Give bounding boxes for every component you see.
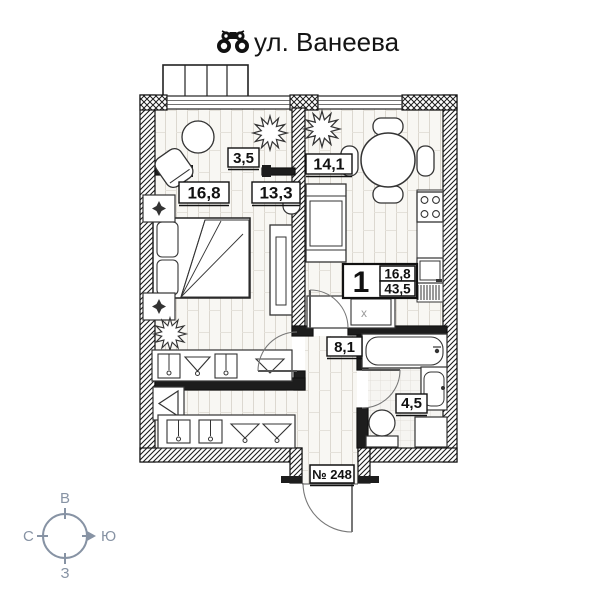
window-kitchen: [317, 95, 403, 110]
area-label-kitchen: 14,1: [305, 153, 353, 178]
door-kitchen: [309, 289, 349, 329]
nightstand-bottom: [142, 292, 176, 321]
compass-rose: В Ю З С: [23, 490, 116, 582]
unit-badge: 1 16,8 43,5: [341, 262, 419, 300]
bathroom-cabinet: [414, 416, 448, 448]
compass-arrow: [87, 531, 96, 541]
area-label-room: 16,8: [178, 181, 230, 207]
compass-right: Ю: [101, 528, 116, 545]
area-label-hallway: 8,1: [326, 336, 363, 360]
bed: [152, 217, 251, 299]
area-value: 4,5: [401, 395, 422, 412]
compass-bottom: З: [60, 565, 69, 582]
dining-table: [360, 132, 416, 188]
wardrobe-hallway: [157, 414, 296, 449]
door-room: [257, 331, 298, 372]
area-labels: 3,5 14,1 16,8 13,3 8,1 4,5: [178, 147, 428, 417]
door-bathroom: [361, 369, 401, 409]
apartment-number: № 248: [312, 467, 352, 482]
balcony: [162, 64, 249, 98]
kitchen-sink: [416, 257, 444, 284]
page-title: ул. Ванеева: [217, 27, 400, 57]
washer-mark: x: [361, 306, 367, 320]
doors: [257, 289, 401, 533]
area-label-bathroom: 4,5: [395, 393, 428, 417]
binoculars-icon: [217, 30, 249, 53]
badge-total-area: 43,5: [384, 282, 411, 297]
washing-machine: x: [306, 295, 396, 329]
desk: [269, 224, 293, 316]
area-value: 8,1: [334, 339, 355, 356]
badge-living-area: 16,8: [384, 267, 411, 282]
compass-top: В: [60, 490, 70, 507]
toilet: [365, 409, 399, 448]
window-living: [166, 95, 291, 110]
stove: [416, 191, 444, 223]
door-entrance: [302, 482, 353, 533]
area-value: 3,5: [233, 150, 254, 167]
area-value: 13,3: [259, 184, 292, 203]
area-value: 14,1: [313, 157, 344, 174]
apartment-number-label: № 248: [309, 464, 355, 487]
compass-left: С: [23, 528, 34, 545]
area-label-living-zone: 13,3: [251, 181, 301, 207]
wardrobe-bedroom: [151, 349, 293, 382]
area-label-wardrobe: 3,5: [227, 147, 260, 171]
kitchen-counter-left: [305, 183, 347, 263]
bathtub: [361, 333, 448, 369]
kitchen-counter-right: [416, 189, 444, 303]
nightstand-top: [142, 194, 176, 223]
lounge-round-table: [181, 120, 215, 154]
street-title: ул. Ванеева: [254, 27, 400, 57]
area-value: 16,8: [187, 184, 220, 203]
badge-rooms: 1: [353, 266, 370, 299]
